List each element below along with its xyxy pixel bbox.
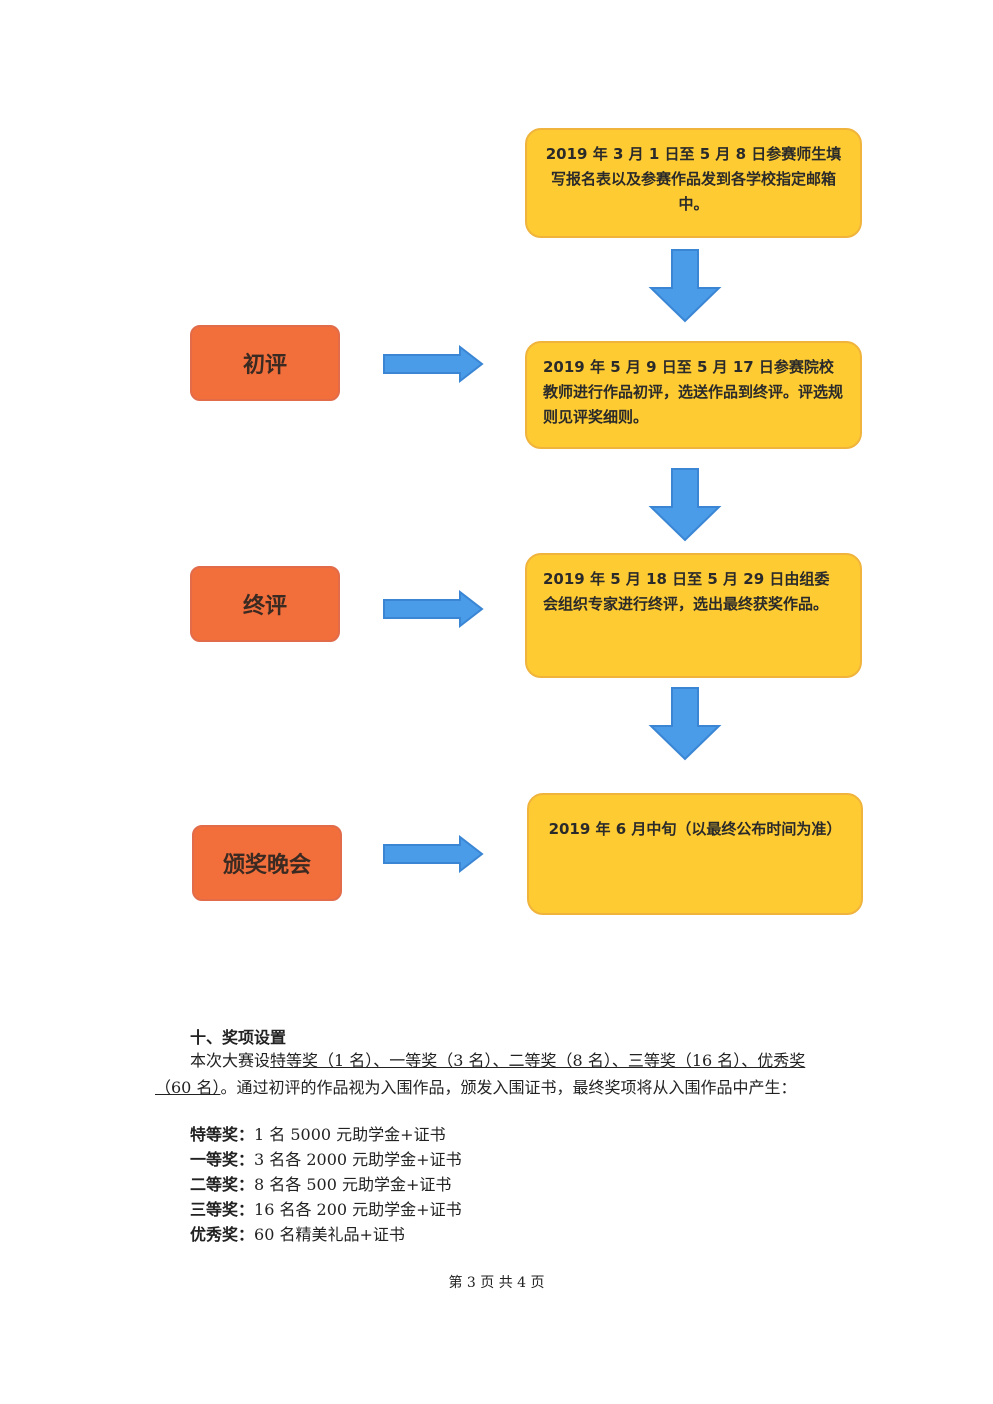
award-desc: 3 名各 2000 元助学金+证书	[254, 1150, 462, 1169]
flow-step-preliminary: 2019 年 5 月 9 日至 5 月 17 日参赛院校教师进行作品初评，选送作…	[525, 341, 862, 449]
flow-step-text: 2019 年 5 月 18 日至 5 月 29 日由组委会组织专家进行终评，选出…	[543, 570, 830, 613]
right-arrow-icon	[383, 835, 484, 873]
stage-award-ceremony: 颁奖晚会	[192, 825, 342, 901]
stage-final-review: 终评	[190, 566, 340, 642]
award-item: 三等奖：16 名各 200 元助学金+证书	[190, 1197, 462, 1222]
award-item: 二等奖：8 名各 500 元助学金+证书	[190, 1172, 462, 1197]
award-desc: 1 名 5000 元助学金+证书	[254, 1125, 446, 1144]
intro-text: 。通过初评的作品视为入围作品，颁发入围证书，最终奖项将从入围作品中产生：	[220, 1078, 797, 1097]
section-title-awards: 十、奖项设置	[190, 1028, 287, 1047]
award-name: 优秀奖：	[190, 1225, 255, 1244]
down-arrow-icon	[648, 249, 722, 323]
stage-label: 终评	[242, 594, 287, 619]
award-desc: 60 名精美礼品+证书	[254, 1225, 405, 1244]
award-tiers-underlined: 特等奖（1 名）、一等奖（3 名）、二等奖（8 名）、三等奖（16 名）、优秀奖…	[155, 1051, 806, 1097]
flow-step-text: 2019 年 6 月中旬（以最终公布时间为准）	[548, 820, 842, 838]
right-arrow-icon	[383, 345, 484, 383]
intro-text: 本次大赛设	[190, 1051, 271, 1070]
flow-step-text: 2019 年 3 月 1 日至 5 月 8 日参赛师生填写报名表以及参赛作品发到…	[545, 145, 842, 213]
award-item: 一等奖：3 名各 2000 元助学金+证书	[190, 1147, 462, 1172]
award-desc: 16 名各 200 元助学金+证书	[254, 1200, 462, 1219]
down-arrow-icon	[648, 687, 722, 761]
flow-step-text: 2019 年 5 月 9 日至 5 月 17 日参赛院校教师进行作品初评，选送作…	[543, 358, 844, 426]
stage-preliminary-review: 初评	[190, 325, 340, 401]
award-name: 二等奖：	[190, 1175, 255, 1194]
flow-step-ceremony: 2019 年 6 月中旬（以最终公布时间为准）	[527, 793, 863, 915]
award-name: 一等奖：	[190, 1150, 255, 1169]
award-list: 特等奖：1 名 5000 元助学金+证书 一等奖：3 名各 2000 元助学金+…	[190, 1122, 462, 1247]
award-desc: 8 名各 500 元助学金+证书	[254, 1175, 452, 1194]
flow-step-registration: 2019 年 3 月 1 日至 5 月 8 日参赛师生填写报名表以及参赛作品发到…	[525, 128, 862, 238]
page-footer: 第 3 页 共 4 页	[448, 1275, 545, 1291]
flow-step-final: 2019 年 5 月 18 日至 5 月 29 日由组委会组织专家进行终评，选出…	[525, 553, 862, 678]
award-name: 特等奖：	[190, 1125, 255, 1144]
right-arrow-icon	[383, 590, 484, 628]
awards-intro-paragraph: 本次大赛设特等奖（1 名）、一等奖（3 名）、二等奖（8 名）、三等奖（16 名…	[155, 1047, 835, 1101]
stage-label: 颁奖晚会	[222, 853, 311, 878]
award-item: 特等奖：1 名 5000 元助学金+证书	[190, 1122, 462, 1147]
down-arrow-icon	[648, 468, 722, 542]
award-item: 优秀奖：60 名精美礼品+证书	[190, 1222, 462, 1247]
award-name: 三等奖：	[190, 1200, 255, 1219]
stage-label: 初评	[242, 353, 287, 378]
